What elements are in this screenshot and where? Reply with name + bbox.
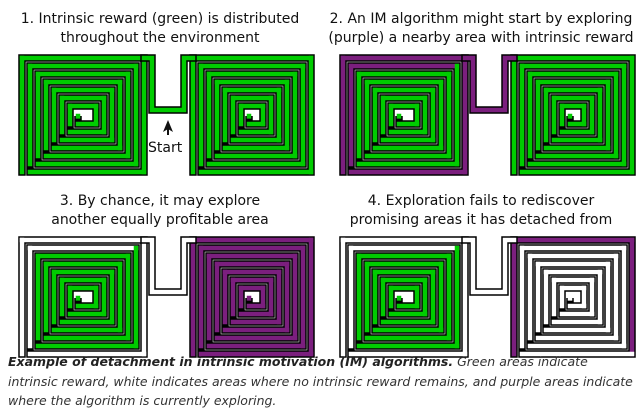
start-marker: Start: [148, 120, 183, 156]
panel-4-title: 4. Exploration fails to rediscover promi…: [321, 192, 641, 230]
panel-3: 3. By chance, it may explore another equ…: [0, 182, 320, 364]
start-arrow-icon: [163, 120, 173, 132]
panel-1: 1. Intrinsic reward (green) is distribut…: [0, 0, 320, 182]
maze-3-left-spiral: [18, 236, 148, 358]
maze-3-connecting-corridor: [140, 236, 197, 296]
panel-4-title-line-1: 4. Exploration fails to rediscover: [367, 193, 595, 209]
panel-2: 2. An IM algorithm might start by explor…: [321, 0, 641, 182]
maze-panel-1: Start: [18, 54, 315, 176]
maze-1-right-spiral: [189, 54, 315, 176]
figure-caption: Example of detachment in intrinsic motiv…: [8, 352, 633, 411]
panel-3-title: 3. By chance, it may explore another equ…: [0, 192, 320, 230]
maze-panel-4: [339, 236, 636, 358]
panel-2-title-line-1: 2. An IM algorithm might start by explor…: [329, 11, 633, 27]
panel-3-title-line-2: another equally profitable area: [51, 212, 269, 228]
maze-4-connecting-corridor: [461, 236, 518, 296]
caption-bold: Example of detachment in intrinsic motiv…: [8, 354, 454, 369]
maze-2-right-spiral: [510, 54, 636, 176]
maze-panel-3: [18, 236, 315, 358]
panel-1-title-line-1: 1. Intrinsic reward (green) is distribut…: [20, 11, 300, 27]
panel-2-title: 2. An IM algorithm might start by explor…: [321, 10, 641, 48]
maze-1-left-spiral: [18, 54, 148, 176]
maze-4-right-spiral: [510, 236, 636, 358]
maze-2-connecting-corridor: [461, 54, 518, 114]
maze-1-connecting-corridor: [140, 54, 197, 114]
maze-panel-2: [339, 54, 636, 176]
panel-4: 4. Exploration fails to rediscover promi…: [321, 182, 641, 364]
maze-2-left-spiral: [339, 54, 469, 176]
panel-4-title-line-2: promising areas it has detached from: [349, 212, 613, 228]
maze-4-left-spiral: [339, 236, 469, 358]
panel-1-title: 1. Intrinsic reward (green) is distribut…: [0, 10, 320, 48]
panel-3-title-line-1: 3. By chance, it may explore: [59, 193, 261, 209]
maze-3-right-spiral: [189, 236, 315, 358]
start-label: Start: [148, 140, 183, 156]
panel-2-title-line-2: (purple) a nearby area with intrinsic re…: [328, 30, 634, 46]
caption-text: Green areas indicate intrinsic reward, w…: [8, 354, 633, 408]
panel-1-title-line-2: throughout the environment: [60, 30, 260, 46]
